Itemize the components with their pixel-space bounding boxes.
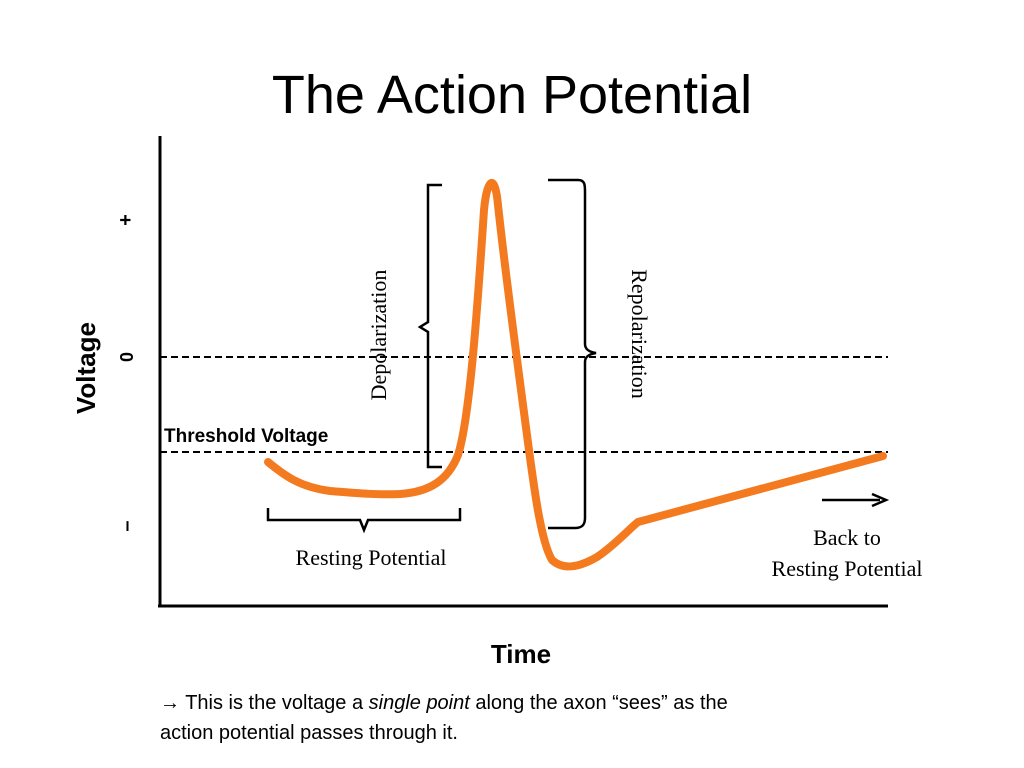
caption-part-1: This is the voltage a [180, 692, 369, 714]
caption-emphasis: single point [368, 692, 470, 714]
action-potential-curve [264, 178, 887, 571]
resting-potential-label: Resting Potential [296, 545, 447, 570]
back-to-label-line2: Resting Potential [772, 556, 923, 581]
caption-part-2: along the axon “sees” as the [469, 692, 728, 714]
depolarization-bracket [417, 183, 442, 469]
y-tick-plus: + [115, 214, 137, 226]
repolarization-bracket [548, 178, 597, 530]
caption-line-1: → This is the voltage a single point alo… [160, 688, 880, 718]
y-tick-zero: 0 [117, 352, 137, 362]
threshold-label: Threshold Voltage [164, 426, 328, 447]
back-to-label-line1: Back to [813, 525, 881, 550]
repolarization-label: Repolarization [627, 269, 652, 399]
caption: → This is the voltage a single point alo… [160, 688, 880, 748]
page-title: The Action Potential [271, 65, 753, 125]
caption-line-2: action potential passes through it. [160, 722, 458, 744]
right-arrow-icon: → [160, 692, 180, 714]
back-to-resting-arrow-icon [871, 492, 890, 508]
resting-potential-bracket [266, 508, 462, 534]
depolarization-label: Depolarization [366, 270, 391, 401]
y-tick-minus: – [116, 520, 138, 531]
x-axis-label: Time [491, 639, 551, 669]
y-axis-label: Voltage [71, 322, 101, 414]
